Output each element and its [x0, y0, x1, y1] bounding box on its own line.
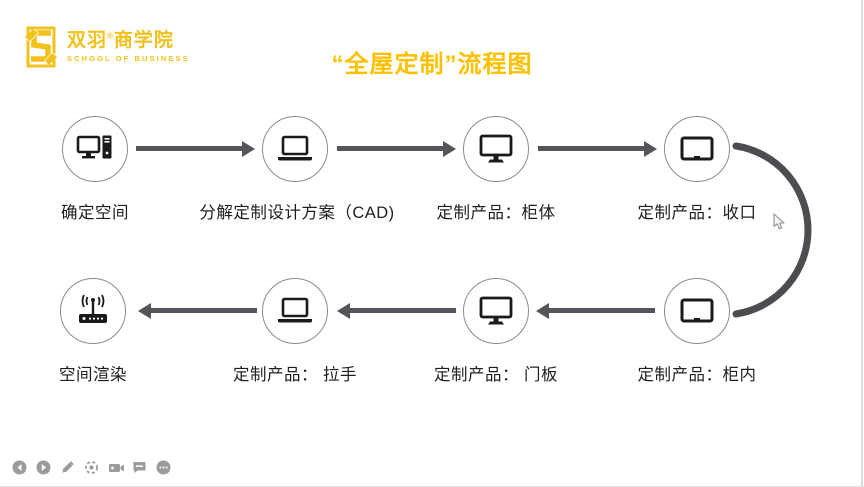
desktop-computer-icon	[76, 135, 112, 159]
pencil-icon	[62, 461, 74, 473]
play-button[interactable]	[36, 460, 51, 475]
arrow-right	[136, 140, 255, 157]
arrow-left	[138, 302, 257, 319]
flow-label: 分解定制设计方案（CAD)	[199, 204, 395, 222]
flow-node-cad-plan	[262, 116, 328, 182]
mouse-cursor-icon	[773, 213, 785, 230]
flow-label: 定制产品：收口	[637, 204, 757, 222]
monitor-icon	[479, 296, 513, 325]
router-icon	[79, 294, 107, 323]
arrow-right	[337, 140, 456, 157]
logo-icon	[25, 26, 57, 68]
camera-button[interactable]	[108, 460, 124, 475]
window-edge	[861, 0, 863, 486]
circle-play-icon	[36, 460, 51, 475]
flow-node-handles	[262, 278, 328, 344]
more-button[interactable]	[156, 460, 171, 475]
flow-label: 空间渲染	[59, 366, 127, 384]
flow-label: 定制产品：柜体	[436, 204, 556, 222]
chat-button[interactable]	[132, 460, 147, 475]
brand-logo: 双羽®商学院 SCHOOL OF BUSINESS	[24, 24, 190, 70]
focus-dot-icon	[85, 461, 98, 474]
monitor-icon	[479, 134, 513, 163]
arrow-left	[337, 302, 456, 319]
laptop-icon	[278, 135, 312, 161]
laptop-icon	[278, 297, 312, 323]
camcorder-icon	[109, 464, 124, 472]
registered-mark: ®	[107, 31, 114, 41]
brand-name: 双羽®商学院	[67, 30, 174, 52]
flow-label: 定制产品： 拉手	[232, 366, 358, 384]
brand-tagline: SCHOOL OF BUSINESS	[67, 53, 190, 63]
pen-button[interactable]	[60, 460, 75, 475]
arrow-right	[538, 140, 657, 157]
circle-arrow-left-icon	[12, 460, 27, 475]
ellipsis-icon	[156, 460, 171, 475]
flow-node-cabinet-interior	[664, 278, 730, 344]
flow-node-cabinet-body	[463, 116, 529, 182]
player-toolbar	[12, 460, 171, 475]
page-title: “全屋定制”流程图	[331, 51, 533, 78]
tablet-icon	[680, 298, 714, 323]
chat-bubble-icon	[133, 462, 146, 473]
flow-node-door-panel	[463, 278, 529, 344]
flow-label: 定制产品：柜内	[637, 366, 757, 384]
flow-label: 定制产品： 门板	[433, 366, 559, 384]
pointer-button[interactable]	[84, 460, 99, 475]
flow-node-closing-strip	[664, 116, 730, 182]
arrow-left	[536, 302, 655, 319]
tablet-icon	[680, 136, 714, 161]
flow-node-define-space	[62, 116, 128, 182]
previous-button[interactable]	[12, 460, 27, 475]
flow-node-space-render	[60, 278, 126, 344]
flow-label: 确定空间	[61, 204, 129, 222]
